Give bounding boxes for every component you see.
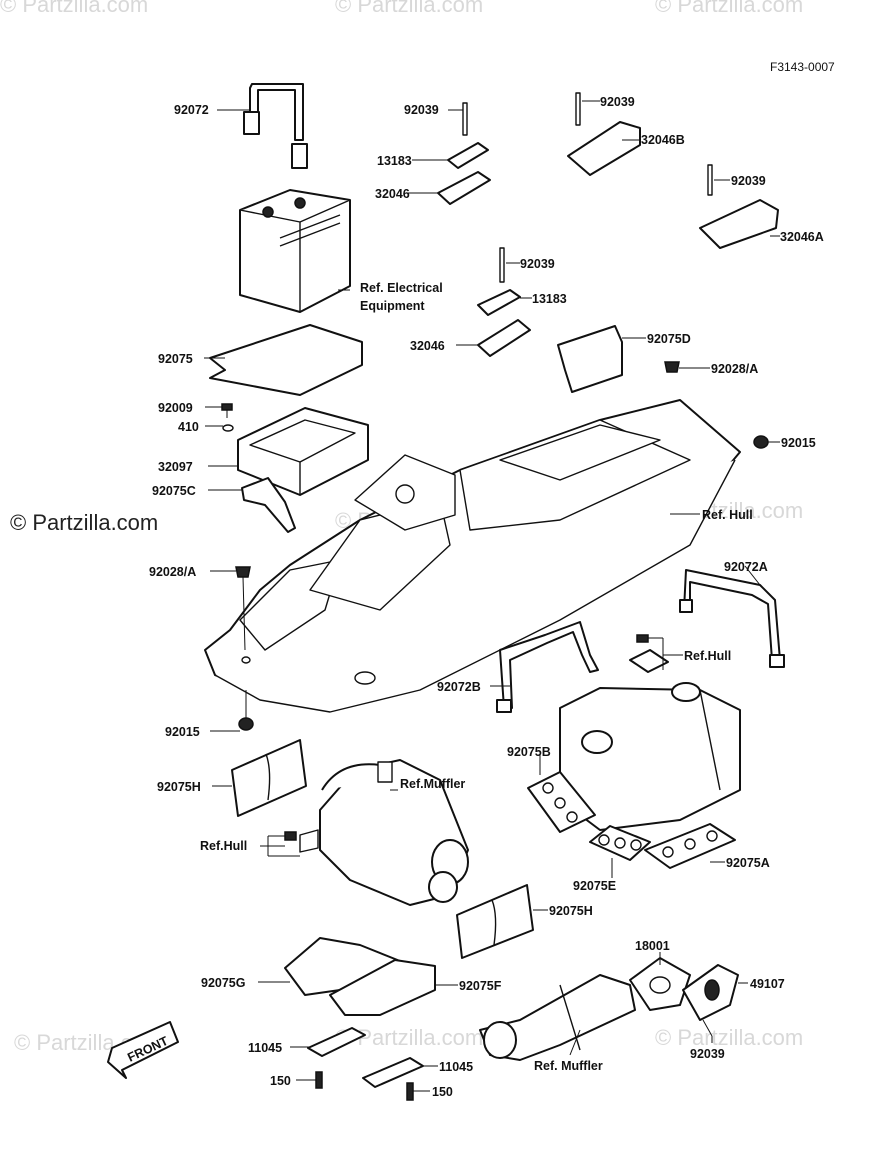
label-92039: 92039 [600, 95, 635, 109]
label-92015: 92015 [781, 436, 816, 450]
figure-code: F3143-0007 [770, 60, 835, 74]
label-13183: 13183 [532, 292, 567, 306]
seat-pad-92075D [557, 325, 623, 393]
part-labels: 92072 92039 13183 32046 92039 32046B 920… [149, 95, 824, 1099]
fuel-tank [559, 682, 741, 831]
label-92072B: 92072B [437, 680, 481, 694]
battery [239, 189, 351, 313]
battery-strap-92072 [243, 83, 308, 169]
battery-case-32097 [237, 407, 369, 496]
label-11045: 11045 [439, 1060, 473, 1074]
battery-mat-92075 [209, 324, 363, 396]
label-11045: 11045 [248, 1041, 282, 1055]
label-ref-muffler: Ref. Muffler [534, 1059, 603, 1073]
label-92028A: 92028/A [711, 362, 758, 376]
label-92075: 92075 [158, 352, 193, 366]
label-92039: 92039 [404, 103, 439, 117]
watermark: © Partzilla.com [655, 1025, 803, 1050]
label-92075E: 92075E [573, 879, 616, 893]
label-92072: 92072 [174, 103, 209, 117]
leader-lines [204, 100, 780, 1092]
watermark: © Partzilla.com [335, 0, 483, 17]
part-shapes: FRONT [107, 83, 785, 1101]
label-32046B: 32046B [641, 133, 685, 147]
watermark-main: © Partzilla.com [10, 510, 158, 535]
hull [204, 399, 741, 713]
cushion-92075C [241, 477, 296, 533]
label-92075G: 92075G [201, 976, 245, 990]
label-92072A: 92072A [724, 560, 768, 574]
label-32046A: 32046A [780, 230, 824, 244]
label-410: 410 [178, 420, 199, 434]
label-92075D: 92075D [647, 332, 691, 346]
label-ref-electrical: Ref. Electrical [360, 281, 443, 295]
label-92039: 92039 [731, 174, 766, 188]
watermark: © Partzilla.com [655, 0, 803, 17]
label-ref-hull: Ref.Hull [200, 839, 247, 853]
label-92075H: 92075H [157, 780, 201, 794]
muffler [299, 759, 469, 906]
exhaust-pipe [479, 974, 636, 1061]
label-32046: 32046 [410, 339, 445, 353]
label-92075C: 92075C [152, 484, 196, 498]
label-13183: 13183 [377, 154, 412, 168]
label-150: 150 [432, 1085, 453, 1099]
label-ref-muffler: Ref.Muffler [400, 777, 465, 791]
label-ref-hull: Ref. Hull [702, 508, 753, 522]
label-92028A: 92028/A [149, 565, 196, 579]
label-32046: 32046 [375, 187, 410, 201]
label-92015: 92015 [165, 725, 200, 739]
label-18001: 18001 [635, 939, 670, 953]
label-92009: 92009 [158, 401, 193, 415]
watermark: © Partzilla.com [0, 0, 148, 17]
label-49107: 49107 [750, 977, 785, 991]
label-92075H: 92075H [549, 904, 593, 918]
label-92075F: 92075F [459, 979, 502, 993]
label-92039: 92039 [520, 257, 555, 271]
label-92075B: 92075B [507, 745, 551, 759]
label-equipment: Equipment [360, 299, 425, 313]
label-32097: 32097 [158, 460, 193, 474]
label-ref-hull: Ref.Hull [684, 649, 731, 663]
label-92075A: 92075A [726, 856, 770, 870]
label-150: 150 [270, 1074, 291, 1088]
label-92039: 92039 [690, 1047, 725, 1061]
